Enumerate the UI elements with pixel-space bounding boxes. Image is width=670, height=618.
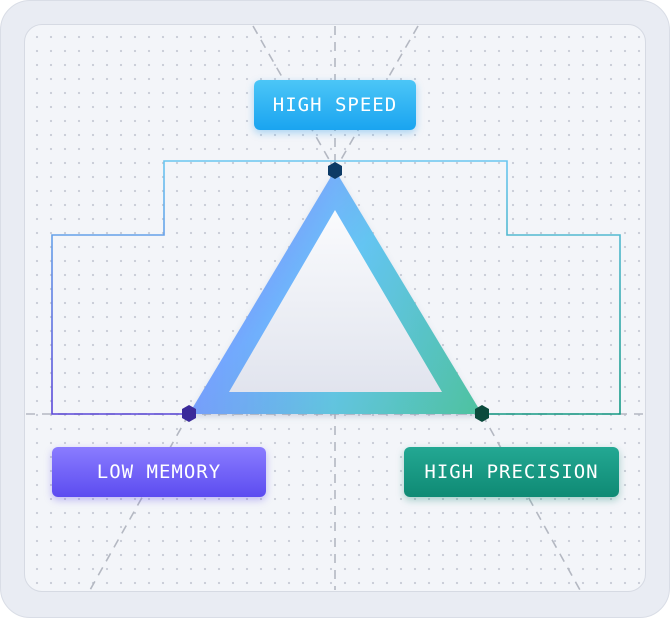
top-vertex-node <box>328 162 342 179</box>
high-precision-label: HIGH PRECISION <box>404 447 619 497</box>
low-memory-label: LOW MEMORY <box>52 447 266 497</box>
left-connector-line <box>51 160 335 415</box>
guide-bottom-right <box>481 413 581 591</box>
high-speed-label: HIGH SPEED <box>254 80 416 130</box>
right-connector-line <box>335 160 621 415</box>
right-vertex-node <box>475 405 489 422</box>
vertex-nodes <box>182 162 489 422</box>
tradeoff-triangle <box>189 170 482 414</box>
guide-bottom-left <box>89 413 190 591</box>
triangle-inner <box>229 210 442 392</box>
left-vertex-node <box>182 405 196 422</box>
connector-rails <box>51 160 621 415</box>
